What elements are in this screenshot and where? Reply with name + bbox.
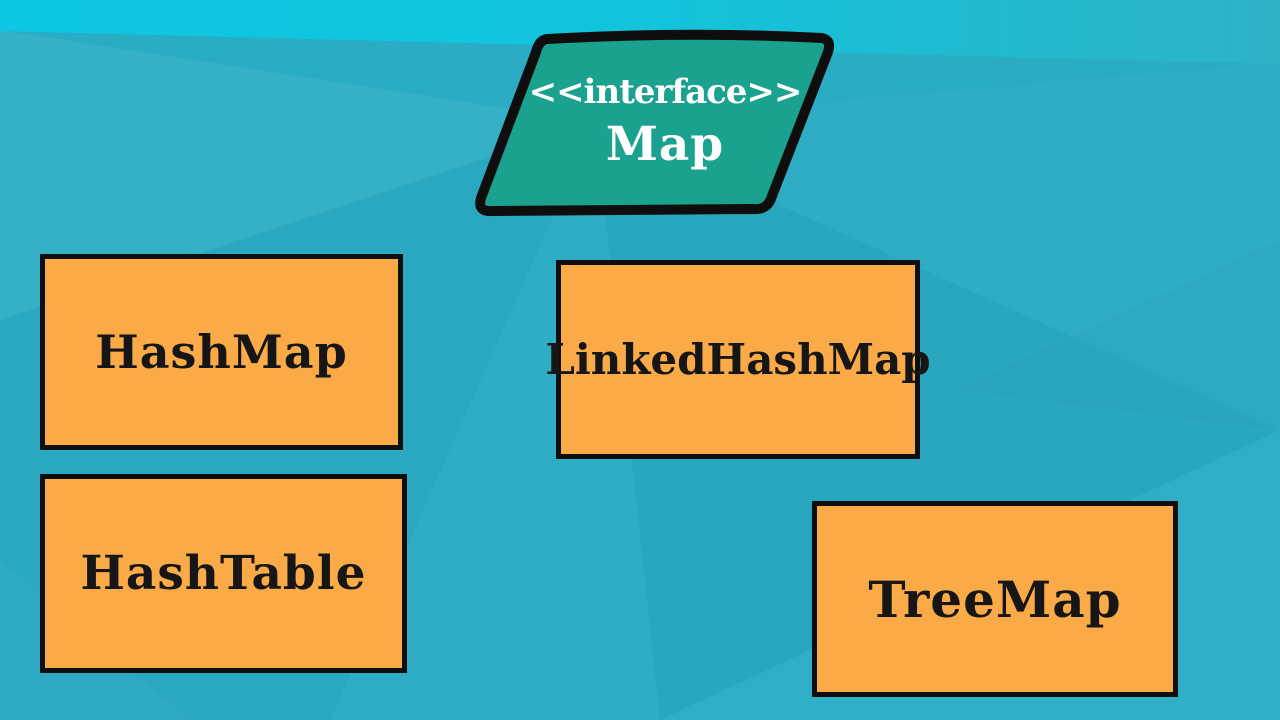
class-box-treemap: TreeMap bbox=[812, 501, 1178, 697]
interface-parallelogram bbox=[475, 29, 835, 217]
class-box-hashmap: HashMap bbox=[40, 254, 403, 450]
class-label-hashtable: HashTable bbox=[80, 546, 367, 601]
class-box-linkedhashmap: LinkedHashMap bbox=[545, 260, 931, 459]
background-facets bbox=[0, 30, 595, 320]
class-label-treemap: TreeMap bbox=[868, 569, 1122, 629]
class-label-hashmap: HashMap bbox=[95, 325, 348, 379]
class-label-linkedhashmap: LinkedHashMap bbox=[545, 335, 931, 384]
class-box-hashtable: HashTable bbox=[40, 474, 407, 673]
facet bbox=[0, 30, 595, 320]
